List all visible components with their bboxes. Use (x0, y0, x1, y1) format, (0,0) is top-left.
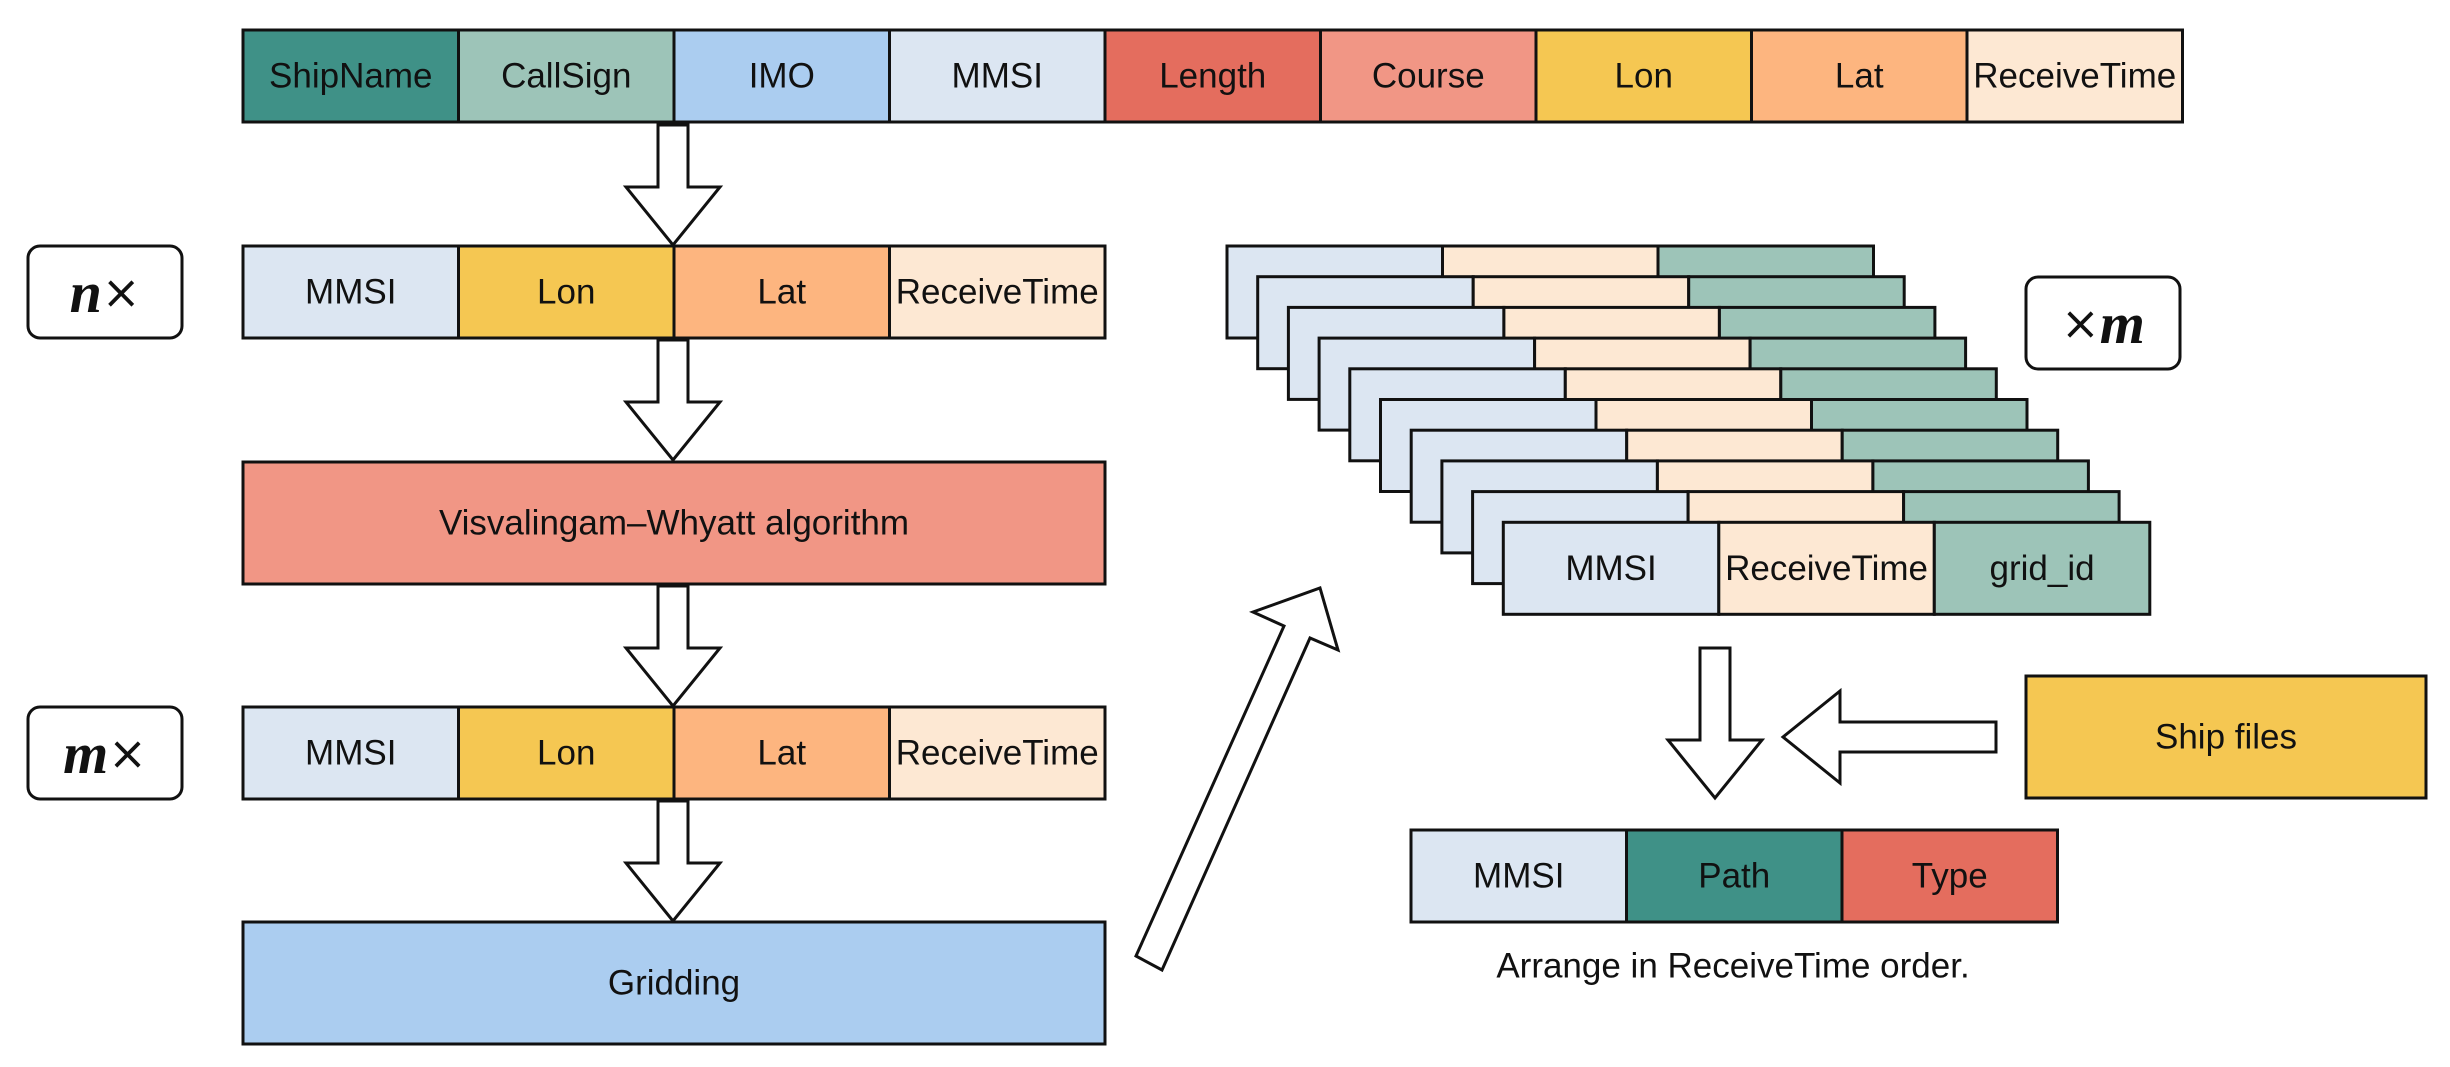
field-cell-mmsi (241, 705, 460, 801)
field-label-grid-id: grid_id (1990, 549, 2095, 588)
down-arrow-3 (622, 584, 724, 709)
field-cell-path (1625, 828, 1844, 924)
field-label-lon: Lon (1615, 57, 1673, 96)
field-label-type: Type (1912, 857, 1988, 896)
stacked-record-10: MMSI ReceiveTime grid_id (1501, 520, 2152, 616)
field-label-lon: Lon (537, 734, 595, 773)
down-arrow-1 (622, 123, 724, 248)
multiplier-label: m× (63, 721, 147, 786)
gridding-label: Gridding (608, 964, 740, 1003)
field-cell-lat (672, 244, 891, 340)
down-arrow-5 (1664, 646, 1766, 801)
field-label-mmsi: MMSI (952, 57, 1043, 96)
simplified-record: MMSI Lon Lat ReceiveTime (241, 705, 1107, 801)
field-label-imo: IMO (749, 57, 815, 96)
field-cell-receivetime (1965, 28, 2184, 124)
gridding-box: Gridding (241, 920, 1107, 1046)
diagonal-arrow (1134, 586, 1341, 973)
field-cell-grid-id (1932, 520, 2152, 616)
multiplier-frame (2024, 275, 2182, 371)
m-times-multiplier: m× (26, 705, 184, 801)
field-label-receivetime: ReceiveTime (1725, 549, 1928, 588)
field-cell-type (1840, 828, 2059, 924)
arrows (622, 123, 1998, 973)
field-cell-receivetime (888, 705, 1107, 801)
field-label-callsign: CallSign (501, 57, 631, 96)
field-cell-imo (672, 28, 891, 124)
multiplier-label: n× (70, 260, 141, 325)
field-cell-lat (672, 705, 891, 801)
field-cell-receivetime (888, 244, 1107, 340)
gridded-records-stack: MMSI ReceiveTime grid_id (1225, 244, 2152, 616)
output-caption: Arrange in ReceiveTime order. (1496, 947, 1969, 986)
field-label-lat: Lat (1835, 57, 1884, 96)
selected-fields-record: MMSI Lon Lat ReceiveTime (241, 244, 1107, 340)
ship-files-box: Ship files (2024, 674, 2428, 800)
field-cell-mmsi (1409, 828, 1628, 924)
field-cell-lon (457, 705, 676, 801)
field-cell-course (1319, 28, 1538, 124)
multiplier-frame (26, 705, 184, 801)
field-cell-lat (1750, 28, 1969, 124)
ship-files-label: Ship files (2155, 718, 2297, 757)
field-label-mmsi: MMSI (305, 273, 396, 312)
field-label-receivetime: ReceiveTime (1973, 57, 2176, 96)
field-cell-mmsi (1501, 520, 1721, 616)
field-cell-lon (457, 244, 676, 340)
field-cell-mmsi (241, 244, 460, 340)
multiplier-frame (26, 244, 184, 340)
field-label-lat: Lat (757, 734, 806, 773)
output-record: MMSI Path Type (1409, 828, 2059, 924)
field-cell-lon (1534, 28, 1753, 124)
field-label-mmsi: MMSI (1473, 857, 1564, 896)
field-label-path: Path (1698, 857, 1770, 896)
field-label-lat: Lat (757, 273, 806, 312)
visvalingam-whyatt-box: Visvalingam–Whyatt algorithm (241, 460, 1107, 586)
down-arrow-2 (622, 338, 724, 463)
field-label-lon: Lon (537, 273, 595, 312)
field-label-shipname: ShipName (269, 57, 432, 96)
multiplier-label: ×m (2061, 291, 2145, 356)
field-label-mmsi: MMSI (1565, 549, 1656, 588)
algorithm-label: Visvalingam–Whyatt algorithm (439, 504, 909, 543)
left-arrow-ship-files (1780, 687, 1998, 787)
down-arrow-4 (622, 799, 724, 924)
n-times-multiplier: n× (26, 244, 184, 340)
field-label-length: Length (1159, 57, 1266, 96)
field-label-mmsi: MMSI (305, 734, 396, 773)
field-label-course: Course (1372, 57, 1485, 96)
field-label-receivetime: ReceiveTime (896, 734, 1099, 773)
field-label-receivetime: ReceiveTime (896, 273, 1099, 312)
times-m-multiplier: ×m (2024, 275, 2182, 371)
ais-full-record: ShipName CallSign IMO MMSI Length Course Lon La… (241, 28, 2184, 124)
